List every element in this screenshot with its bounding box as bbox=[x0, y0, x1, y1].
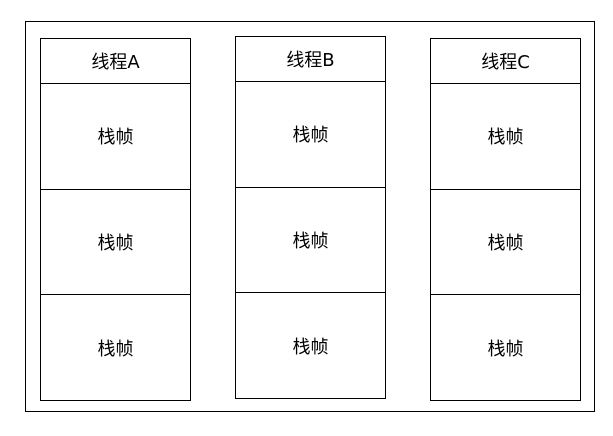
thread-a: 线程A 栈帧 栈帧 栈帧 bbox=[40, 38, 191, 401]
thread-a-stack-frame-1: 栈帧 bbox=[97, 127, 134, 149]
thread-c-stack-frame-3: 栈帧 bbox=[431, 294, 580, 400]
thread-a-stack-frame-3: 栈帧 bbox=[41, 294, 190, 400]
thread-b-stack-frame-1: 栈帧 bbox=[292, 125, 329, 147]
thread-c-stack-frame-1: 栈帧 bbox=[487, 127, 524, 149]
thread-a-title: 线程A bbox=[41, 39, 190, 84]
thread-b: 线程B 栈帧 栈帧 栈帧 bbox=[235, 36, 386, 399]
thread-c-stack-frame-2: 栈帧 bbox=[431, 188, 580, 295]
thread-c: 线程C 栈帧 栈帧 栈帧 bbox=[430, 38, 581, 401]
thread-b-title: 线程B bbox=[236, 37, 385, 82]
diagram-container bbox=[25, 21, 595, 412]
thread-a-stack-frame-2: 栈帧 bbox=[41, 188, 190, 295]
thread-b-stack-frame-3: 栈帧 bbox=[236, 292, 385, 398]
thread-b-stack-frame-2: 栈帧 bbox=[236, 186, 385, 293]
thread-c-title: 线程C bbox=[431, 39, 580, 84]
